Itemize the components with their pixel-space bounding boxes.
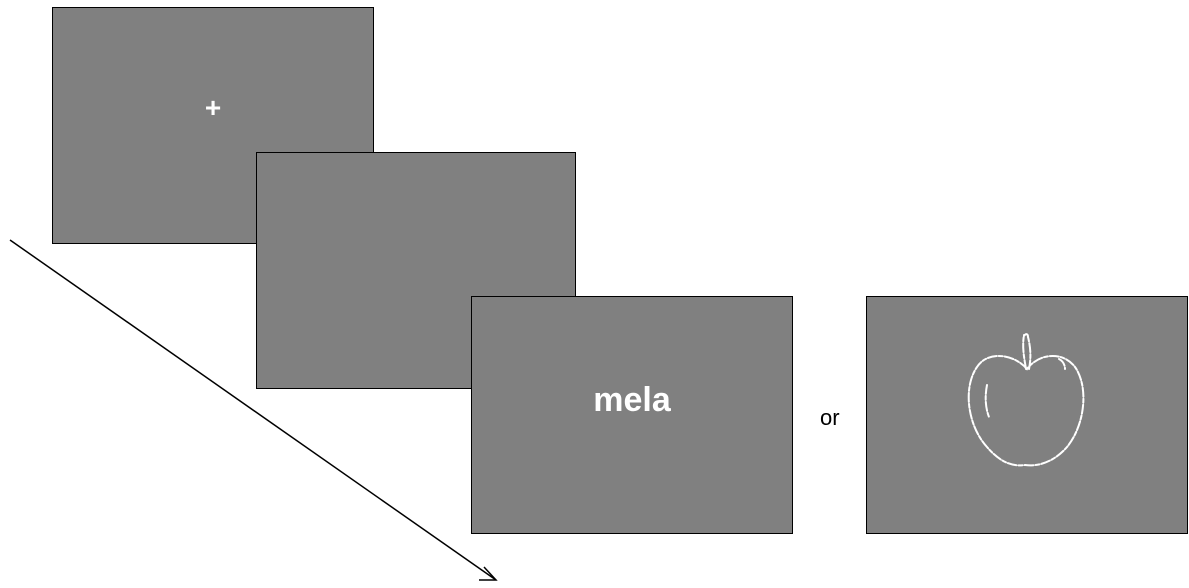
picture-stimulus-screen <box>866 296 1188 534</box>
stimulus-word: mela <box>593 381 671 419</box>
or-label: or <box>820 405 840 430</box>
fixation-cross: + <box>204 92 222 123</box>
apple-line-drawing-icon <box>967 333 1085 467</box>
word-stimulus-screen: mela <box>471 296 793 534</box>
